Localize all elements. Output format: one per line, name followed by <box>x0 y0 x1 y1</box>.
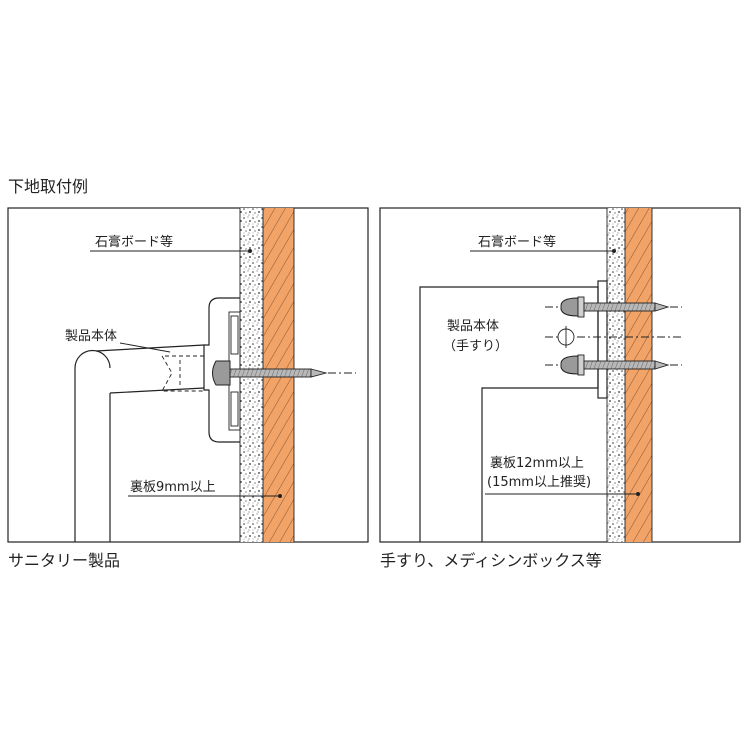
screw-shaft <box>583 360 656 370</box>
caption-sanitary: サニタリー製品 <box>8 551 120 570</box>
panel-sanitary: 石膏ボード等 製品本体 裏板9mm以上 <box>7 207 369 543</box>
label-body-note: （手すり） <box>443 339 508 354</box>
label-backing: 裏板12mm以上 <box>490 456 584 471</box>
screw-shaft <box>583 302 656 312</box>
panel-frame <box>379 207 741 543</box>
leader-body <box>119 342 171 353</box>
base-plate-slot <box>230 391 239 427</box>
label-body: 製品本体 <box>65 329 117 344</box>
backing-board <box>625 208 652 542</box>
caption-handrail: 手すり、メディシンボックス等 <box>380 551 602 570</box>
base-plate-slot <box>230 315 239 355</box>
screw-washer <box>577 354 585 376</box>
screw-head <box>212 360 231 386</box>
screw-washer <box>577 296 585 318</box>
leader-dot <box>248 249 252 253</box>
leader-dot <box>636 492 640 496</box>
set-screw-hidden <box>161 355 204 392</box>
leader-dot <box>278 494 282 498</box>
diagram-title: 下地取付例 <box>8 177 88 196</box>
wood-screw <box>212 360 328 386</box>
panel-frame <box>7 207 369 543</box>
screw-head <box>560 355 579 375</box>
handle-arm-bottom <box>109 387 205 394</box>
screw-head <box>560 297 579 317</box>
label-backing: 裏板9mm以上 <box>130 480 216 495</box>
mounting-bracket <box>203 297 240 443</box>
mounting-plate <box>597 280 608 399</box>
label-body: 製品本体 <box>447 319 499 334</box>
screw-tip <box>654 302 670 312</box>
leader-dot <box>612 249 616 253</box>
screw-tip <box>654 360 670 370</box>
wood-screw <box>560 296 670 318</box>
label-backing-note: (15mm以上推奨) <box>487 475 591 490</box>
label-gypsum: 石膏ボード等 <box>95 234 173 250</box>
screw-shaft <box>229 368 312 378</box>
wood-screw <box>560 354 670 376</box>
screw-tip <box>310 368 328 378</box>
label-gypsum: 石膏ボード等 <box>478 234 556 250</box>
panel-handrail: 石膏ボード等 製品本体 （手すり） 裏板12mm以上 (15mm以上推奨) <box>379 207 741 543</box>
gypsum-board <box>607 208 625 542</box>
handle-tube <box>74 349 111 542</box>
